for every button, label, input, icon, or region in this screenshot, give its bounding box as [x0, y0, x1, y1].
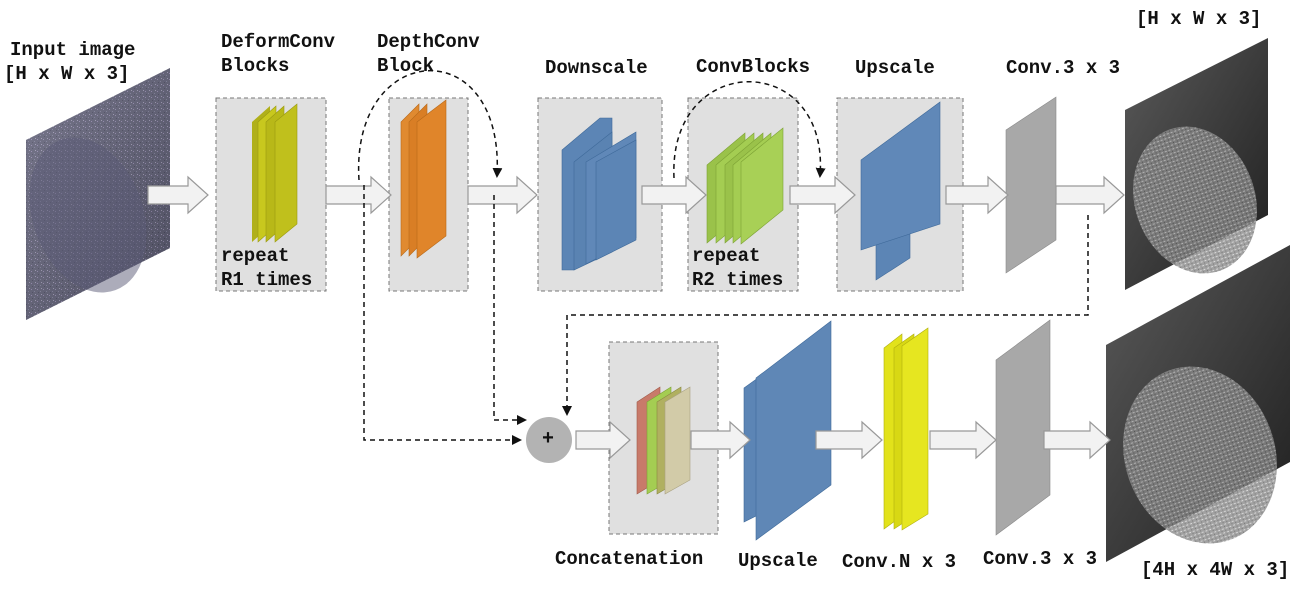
upscale-bottom-layers — [743, 320, 832, 541]
convn-label: Conv.N x 3 — [842, 551, 957, 573]
output-image-bottom — [1106, 245, 1290, 562]
conv3x3-bottom-layer — [995, 319, 1051, 536]
deformconv-repeat-line1: repeat — [221, 245, 290, 267]
convblocks-layers — [706, 127, 784, 245]
convblocks-label: ConvBlocks — [696, 56, 811, 78]
sum-node — [526, 417, 572, 463]
depthconv-layers — [400, 99, 447, 259]
concatenation-layers — [636, 386, 691, 495]
deformconv-title-line1: DeformConv — [221, 31, 336, 53]
output-bottom-dimensions: [4H x 4W x 3] — [1141, 559, 1290, 581]
sum-symbol: + — [542, 428, 555, 451]
convblocks-repeat-line1: repeat — [692, 245, 761, 267]
input-image-title: Input image — [10, 39, 136, 61]
conv3x3-top-label: Conv.3 x 3 — [1006, 57, 1121, 79]
flow-arrows — [147, 175, 1125, 460]
upscale-bottom-label: Upscale — [738, 550, 818, 572]
output-top-dimensions: [H x W x 3] — [1136, 8, 1262, 30]
concatenation-label: Concatenation — [555, 548, 704, 570]
conv3x3-bottom-label: Conv.3 x 3 — [983, 548, 1098, 570]
output-image-top — [1125, 38, 1268, 290]
skip-connections — [358, 70, 1089, 445]
depthconv-title-line1: DepthConv — [377, 31, 480, 53]
convn-layers — [883, 327, 929, 531]
upscale-top-layers — [860, 101, 941, 281]
conv3x3-top-layer — [1005, 96, 1057, 274]
downscale-layers — [561, 117, 637, 271]
downscale-label: Downscale — [545, 57, 648, 79]
input-image-dimensions: [H x W x 3] — [4, 63, 130, 85]
upscale-top-label: Upscale — [855, 57, 935, 79]
deformconv-title-line2: Blocks — [221, 55, 290, 77]
depthconv-title-line2: Block — [377, 55, 435, 77]
deformconv-layers — [252, 103, 298, 243]
input-image — [26, 68, 170, 320]
deformconv-repeat-line2: R1 times — [221, 269, 313, 291]
convblocks-repeat-line2: R2 times — [692, 269, 784, 291]
